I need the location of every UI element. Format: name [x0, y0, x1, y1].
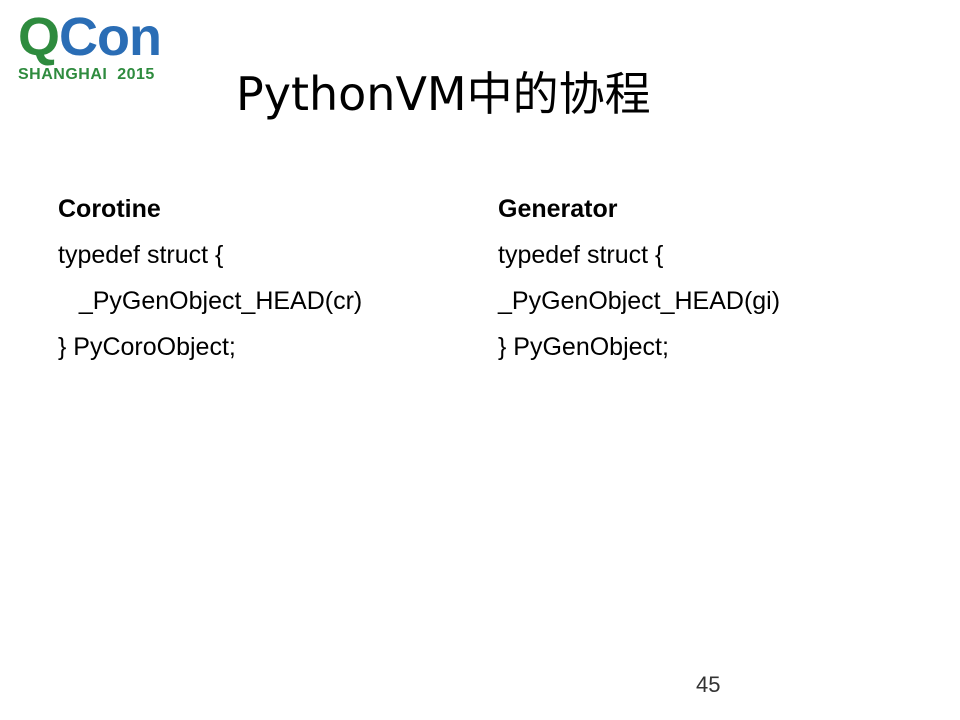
coroutine-column: Corotine typedef struct { _PyGenObject_H… [58, 186, 362, 370]
logo-con: Con [59, 7, 162, 67]
page-number: 45 [696, 672, 721, 697]
logo-q: Q [18, 7, 60, 67]
code-line: typedef struct { [58, 241, 224, 269]
generator-heading: Generator [498, 195, 618, 223]
slide-title: PythonVM中的协程 [236, 67, 651, 121]
code-line: _PyGenObject_HEAD(cr) [58, 287, 363, 315]
code-line: _PyGenObject_HEAD(gi) [498, 287, 781, 315]
code-line: typedef struct { [498, 241, 664, 269]
generator-column: Generator typedef struct { _PyGenObject_… [498, 186, 780, 370]
qcon-logo: QCon SHANGHAI 2015 [18, 10, 198, 84]
logo-subtitle: SHANGHAI 2015 [18, 66, 155, 83]
code-line: } PyCoroObject; [58, 333, 236, 361]
coroutine-heading: Corotine [58, 195, 161, 223]
code-line: } PyGenObject; [498, 333, 669, 361]
